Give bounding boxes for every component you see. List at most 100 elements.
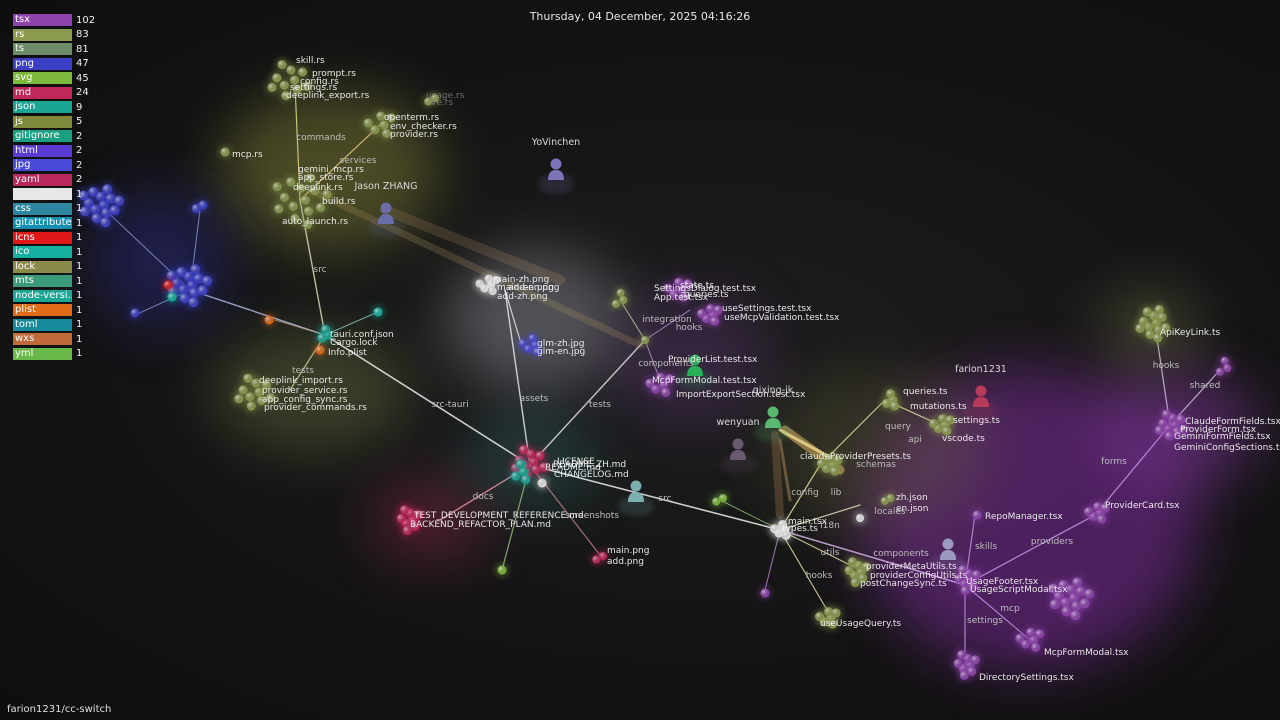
file-node-shine [713, 305, 723, 315]
file-label: openterm.rs [384, 113, 439, 123]
directory-label: i18n [820, 521, 840, 531]
file-node-shine [1161, 409, 1171, 419]
directory-label: mcp [1000, 604, 1020, 614]
legend-count: 1 [76, 188, 83, 200]
avatar-glow [538, 174, 574, 194]
user-avatar [618, 480, 654, 516]
file-node-shine [528, 334, 537, 342]
directory-edge [529, 464, 781, 531]
legend-count: 2 [76, 174, 83, 186]
legend-color-swatch: mts [13, 275, 72, 288]
file-node-shine [945, 415, 955, 425]
file-label: ProviderList.test.tsx [668, 355, 758, 365]
directory-label: skills [975, 542, 997, 552]
file-node-shine [679, 292, 689, 302]
file-node-shine [279, 80, 289, 90]
file-node-shine [848, 557, 858, 567]
file-node-shine [1031, 642, 1041, 652]
file-node-shine [296, 183, 306, 193]
file-label: skill.rs [296, 56, 325, 66]
file-label: UsageFooter.tsx [966, 577, 1039, 587]
file-label: postChangeSync.ts [860, 579, 947, 589]
file-node-shine [288, 201, 298, 211]
file-label: GeminiFormFields.tsx [1174, 432, 1271, 442]
file-label: live.rs [426, 98, 453, 108]
file-node-shine [856, 514, 864, 522]
legend-count: 1 [76, 290, 83, 302]
directory-label: screenshots [565, 511, 619, 521]
user-avatar [720, 438, 756, 474]
avatar-head [550, 158, 562, 170]
legend-count: 2 [76, 130, 83, 142]
file-node-shine [970, 655, 980, 665]
file-node-shine [497, 565, 507, 575]
directory-label: components [873, 549, 929, 559]
cluster-glow [770, 370, 990, 530]
file-node-shine [831, 608, 841, 618]
file-node-shine [886, 389, 896, 399]
file-node-shine [781, 530, 791, 540]
legend-count: 81 [76, 43, 89, 55]
avatar-head [380, 202, 392, 214]
avatar-head [732, 438, 744, 450]
cluster-glow [210, 330, 410, 450]
file-label: McpFormModal.tsx [1044, 648, 1129, 658]
file-node-shine [1154, 425, 1164, 435]
file-node-shine [267, 82, 277, 92]
file-node-shine [683, 279, 693, 289]
directory-label: commands [296, 133, 346, 143]
file-label: add-en.png [508, 283, 559, 293]
user-avatar [368, 202, 404, 238]
legend-item: gitattribute...1 [13, 216, 133, 231]
directory-edge [619, 299, 646, 341]
file-label: settings.rs [290, 83, 337, 93]
directory-edge [779, 504, 861, 531]
file-node-shine [321, 325, 330, 334]
activity-beam [306, 186, 644, 349]
file-label: config.rs [300, 77, 339, 87]
file-label: README.md [545, 463, 601, 473]
avatar-body [765, 418, 781, 428]
file-label: deeplink_import.rs [259, 376, 343, 386]
directory-label: src [658, 494, 671, 504]
avatar-body [940, 550, 956, 560]
file-node-shine [890, 401, 900, 411]
directory-edge [779, 529, 966, 586]
file-node-shine [102, 184, 113, 195]
file-node-shine [1220, 356, 1229, 365]
legend-color-swatch: html [13, 144, 72, 157]
directory-edge [964, 514, 1096, 586]
file-node-shine [202, 275, 213, 286]
user-name-label: qixing-jk [753, 385, 794, 396]
avatar-glow [720, 454, 756, 474]
directory-edge [779, 529, 831, 616]
activity-beams [306, 186, 845, 519]
file-node-shine [959, 670, 969, 680]
file-node-shine [665, 374, 675, 384]
user-avatar [963, 385, 999, 421]
file-label: LICENSE [557, 457, 595, 467]
file-node-shine [1070, 610, 1081, 621]
directory-label: schemas [856, 460, 896, 470]
file-label: README_ZH.md [553, 460, 626, 470]
legend-count: 1 [76, 217, 83, 229]
file-label: en.json [896, 504, 929, 514]
file-node-shine [1100, 503, 1110, 513]
directory-label: locales [874, 507, 906, 517]
file-label: add-zh.png [497, 292, 548, 302]
directory-label: src-tauri [431, 400, 468, 410]
file-node-shine [815, 612, 824, 621]
directory-label: services [340, 156, 377, 166]
file-label: deeplink.rs [293, 183, 343, 193]
file-label: queries.ts [903, 387, 948, 397]
